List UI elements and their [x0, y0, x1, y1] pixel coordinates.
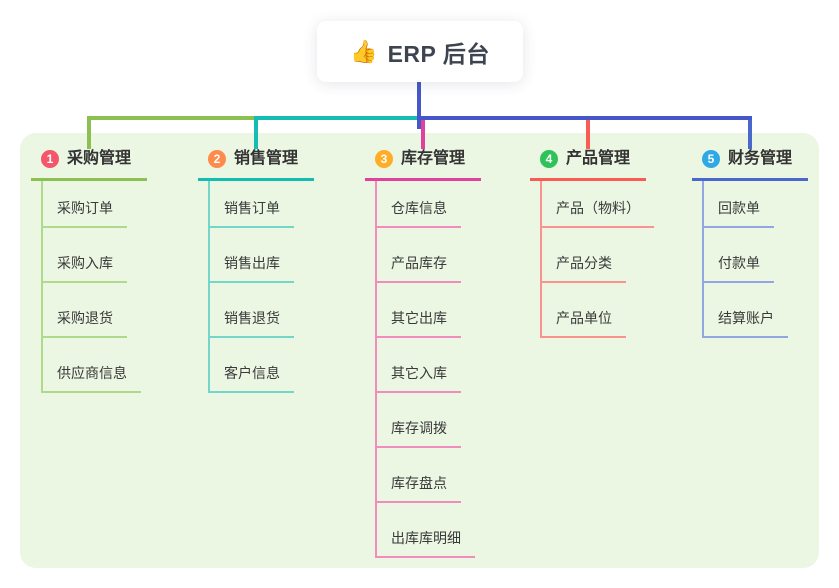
branch-item-label[interactable]: 库存盘点 — [375, 475, 461, 503]
branch-item: 仓库信息 — [375, 181, 481, 228]
connector-bus-segment-2 — [254, 116, 419, 120]
branches-panel — [20, 133, 819, 568]
branch-item-label[interactable]: 结算账户 — [702, 310, 788, 338]
branch-header-3[interactable]: 3 库存管理 — [365, 148, 481, 181]
branch-label: 销售管理 — [234, 150, 299, 167]
branch-header-4[interactable]: 4 产品管理 — [530, 148, 646, 181]
branch-number-badge: 1 — [41, 150, 59, 168]
branch-item-label[interactable]: 仓库信息 — [375, 200, 461, 228]
branch-item-label[interactable]: 采购订单 — [41, 200, 127, 228]
connector-drop-4 — [586, 116, 590, 149]
branch-item: 销售退货 — [208, 283, 314, 338]
branch-item: 采购订单 — [41, 181, 147, 228]
branch-item: 回款单 — [702, 181, 808, 228]
branch-3: 3 库存管理仓库信息产品库存其它出库其它入库库存调拨库存盘点出库库明细 — [365, 148, 481, 558]
branch-number-badge: 2 — [208, 150, 226, 168]
branch-item: 采购退货 — [41, 283, 147, 338]
branch-item: 付款单 — [702, 228, 808, 283]
branch-item: 采购入库 — [41, 228, 147, 283]
connector-root-stub — [417, 82, 421, 129]
branch-item: 库存调拨 — [375, 393, 481, 448]
branch-item: 产品（物料） — [540, 181, 654, 228]
branch-item-label[interactable]: 产品（物料） — [540, 200, 654, 228]
branch-item-label[interactable]: 出库库明细 — [375, 530, 475, 558]
branch-label: 产品管理 — [566, 150, 631, 167]
branch-number-badge: 5 — [702, 150, 720, 168]
branch-item-label[interactable]: 产品分类 — [540, 255, 626, 283]
branch-item-label[interactable]: 客户信息 — [208, 365, 294, 393]
branch-item-label[interactable]: 其它出库 — [375, 310, 461, 338]
branch-item: 库存盘点 — [375, 448, 481, 503]
branch-item-label[interactable]: 销售出库 — [208, 255, 294, 283]
branch-item-label[interactable]: 回款单 — [702, 200, 774, 228]
branch-item: 出库库明细 — [375, 503, 481, 558]
thumbs-up-icon: 👍 — [350, 38, 378, 64]
root-label: ERP 后台 — [387, 40, 490, 67]
branch-items-3: 仓库信息产品库存其它出库其它入库库存调拨库存盘点出库库明细 — [375, 181, 481, 558]
branch-items-5: 回款单付款单结算账户 — [702, 181, 808, 338]
branch-items-1: 采购订单采购入库采购退货供应商信息 — [41, 181, 147, 393]
branch-item-label[interactable]: 采购退货 — [41, 310, 127, 338]
branch-item-label[interactable]: 产品库存 — [375, 255, 461, 283]
branch-item-label[interactable]: 销售退货 — [208, 310, 294, 338]
branch-5: 5 财务管理回款单付款单结算账户 — [692, 148, 808, 338]
connector-drop-2 — [254, 116, 258, 149]
branch-item: 其它出库 — [375, 283, 481, 338]
branch-number-badge: 4 — [540, 150, 558, 168]
branch-item-label[interactable]: 供应商信息 — [41, 365, 141, 393]
branch-items-2: 销售订单销售出库销售退货客户信息 — [208, 181, 314, 393]
connector-drop-1 — [87, 116, 91, 149]
branch-item-label[interactable]: 采购入库 — [41, 255, 127, 283]
branch-item-label[interactable]: 付款单 — [702, 255, 774, 283]
branch-2: 2 销售管理销售订单销售出库销售退货客户信息 — [198, 148, 314, 393]
branch-4: 4 产品管理产品（物料） 产品分类产品单位 — [530, 148, 654, 338]
branch-header-2[interactable]: 2 销售管理 — [198, 148, 314, 181]
branch-header-1[interactable]: 1 采购管理 — [31, 148, 147, 181]
branch-item: 结算账户 — [702, 283, 808, 338]
branch-1: 1 采购管理采购订单采购入库采购退货供应商信息 — [31, 148, 147, 393]
branch-item-label[interactable]: 其它入库 — [375, 365, 461, 393]
branch-item-label[interactable]: 产品单位 — [540, 310, 626, 338]
branch-item-label[interactable]: 库存调拨 — [375, 420, 461, 448]
branch-items-4: 产品（物料） 产品分类产品单位 — [540, 181, 654, 338]
branch-item: 其它入库 — [375, 338, 481, 393]
connector-drop-3 — [421, 116, 425, 149]
branch-item: 客户信息 — [208, 338, 314, 393]
branch-item: 产品库存 — [375, 228, 481, 283]
branch-number-badge: 3 — [375, 150, 393, 168]
branch-label: 财务管理 — [728, 150, 793, 167]
root-node[interactable]: 👍 ERP 后台 — [317, 21, 523, 82]
branch-item: 销售订单 — [208, 181, 314, 228]
connector-bus-segment-1 — [87, 116, 254, 120]
branch-label: 库存管理 — [401, 150, 466, 167]
branch-item: 供应商信息 — [41, 338, 147, 393]
branch-header-5[interactable]: 5 财务管理 — [692, 148, 808, 181]
branch-item: 产品分类 — [540, 228, 654, 283]
branch-label: 采购管理 — [67, 150, 132, 167]
connector-bus-segment-3 — [419, 116, 752, 120]
branch-item: 销售出库 — [208, 228, 314, 283]
branch-item: 产品单位 — [540, 283, 654, 338]
branch-item-label[interactable]: 销售订单 — [208, 200, 294, 228]
connector-drop-5 — [748, 116, 752, 149]
